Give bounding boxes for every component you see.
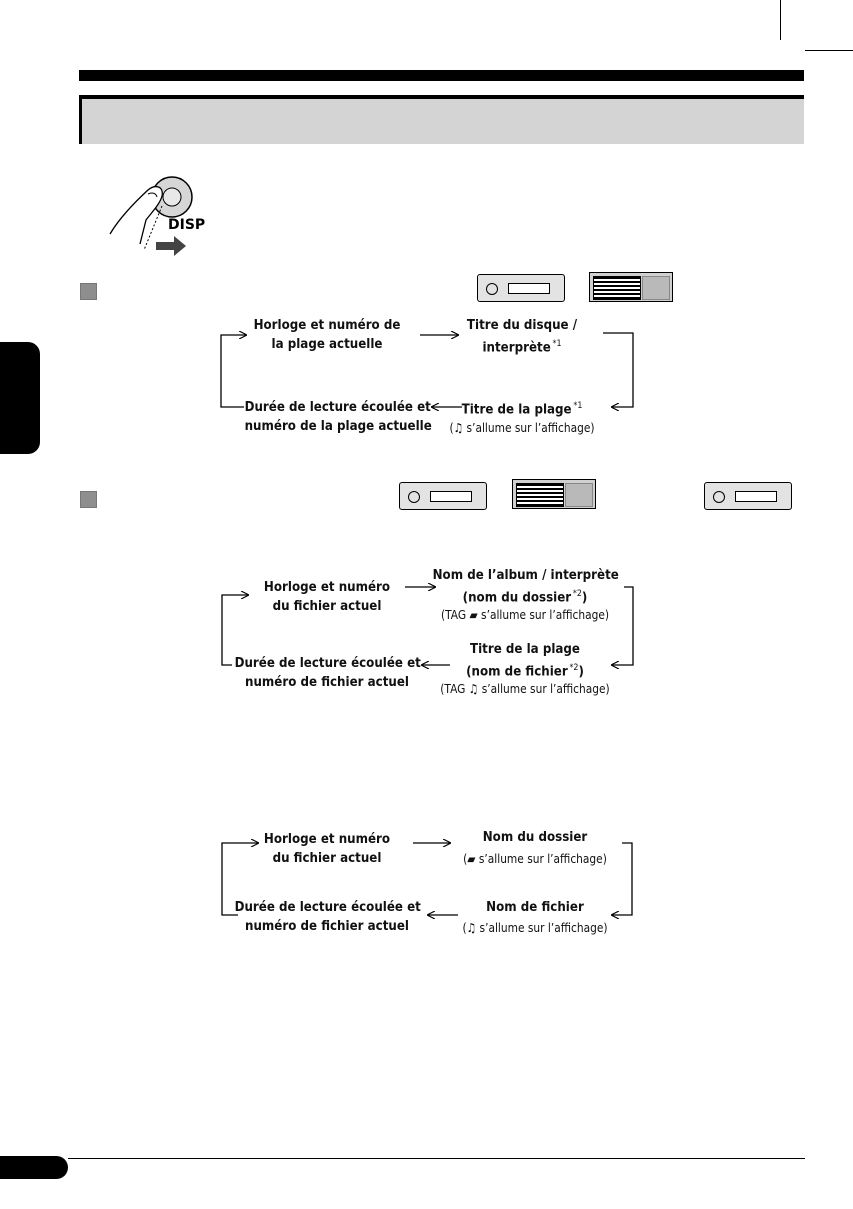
fingernail-icon bbox=[147, 192, 158, 198]
music-note-icon: ♫ bbox=[453, 420, 464, 435]
flow3-loop-left bbox=[221, 843, 258, 916]
page-number-tab bbox=[0, 1156, 68, 1179]
folder-icon: ▰ bbox=[469, 607, 478, 622]
flow2-track-note: (TAG ♫ s’allume sur l’affichage) bbox=[440, 681, 610, 696]
cd-receiver-icon bbox=[704, 482, 792, 510]
music-note-icon: ♫ bbox=[468, 681, 479, 696]
arrow-right-icon bbox=[156, 236, 186, 256]
flow3-loop-right bbox=[612, 842, 633, 915]
flow3-folder-name: Nom du dossier bbox=[482, 829, 588, 845]
flow1-disc-title: Titre du disque / interprète*1 bbox=[466, 317, 578, 356]
finger-press-illustration bbox=[109, 176, 193, 256]
flow3-file-name: Nom de fichier bbox=[486, 899, 584, 915]
cd-changer-icon bbox=[589, 272, 673, 302]
section-heading-band bbox=[79, 95, 804, 144]
header-bar bbox=[79, 70, 804, 81]
flow3-folder-note: (▰ s’allume sur l’affichage) bbox=[463, 851, 607, 866]
finger-icon bbox=[109, 185, 163, 245]
flow3-file-note: (♫ s’allume sur l’affichage) bbox=[462, 920, 608, 935]
flow1-track-note: (♫ s’allume sur l’affichage) bbox=[449, 420, 595, 435]
cd-receiver-icon bbox=[477, 274, 565, 302]
flow2-album-note: (TAG ▰ s’allume sur l’affichage) bbox=[440, 607, 610, 622]
section-bullet bbox=[80, 283, 97, 300]
flow1-loop-left bbox=[220, 335, 246, 408]
crop-mark-horizontal bbox=[805, 50, 853, 51]
flow2-track-title: Titre de la plage (nom de fichier*2) bbox=[466, 641, 584, 680]
crop-mark-vertical bbox=[780, 0, 781, 40]
flow2-album-artist: Nom de l’album / interprète (nom du doss… bbox=[432, 567, 619, 606]
flow1-loop-right bbox=[603, 332, 634, 407]
cd-receiver-icon bbox=[399, 482, 487, 510]
flow2-loop-left bbox=[221, 595, 248, 666]
disp-button-inner bbox=[162, 187, 182, 207]
music-note-icon: ♫ bbox=[466, 920, 477, 935]
flow2-loop-right bbox=[612, 586, 634, 665]
language-side-tab bbox=[0, 342, 40, 454]
section-bullet bbox=[80, 491, 97, 508]
cd-changer-icon bbox=[512, 479, 596, 509]
disp-button-label: DISP bbox=[168, 217, 206, 233]
footer-rule bbox=[68, 1158, 805, 1159]
flow1-track-title: Titre de la plage*1 bbox=[461, 401, 583, 418]
folder-icon: ▰ bbox=[467, 851, 476, 866]
